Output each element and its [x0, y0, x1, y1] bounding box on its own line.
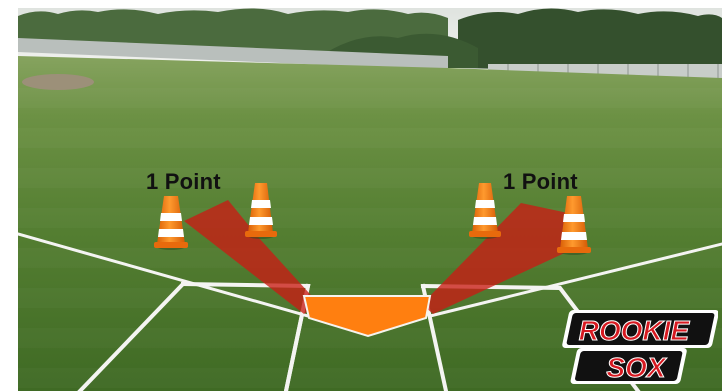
logo-word-sox: SOX	[606, 352, 667, 383]
dirt-pile	[22, 74, 94, 90]
rookie-sox-logo: ROOKIE SOX	[556, 308, 718, 386]
right-point-label: 1 Point	[503, 169, 578, 195]
field-photo: 1 Point 1 Point ROOKIE SOX	[18, 8, 722, 391]
left-point-label: 1 Point	[146, 169, 221, 195]
logo-word-rookie: ROOKIE	[579, 315, 691, 346]
